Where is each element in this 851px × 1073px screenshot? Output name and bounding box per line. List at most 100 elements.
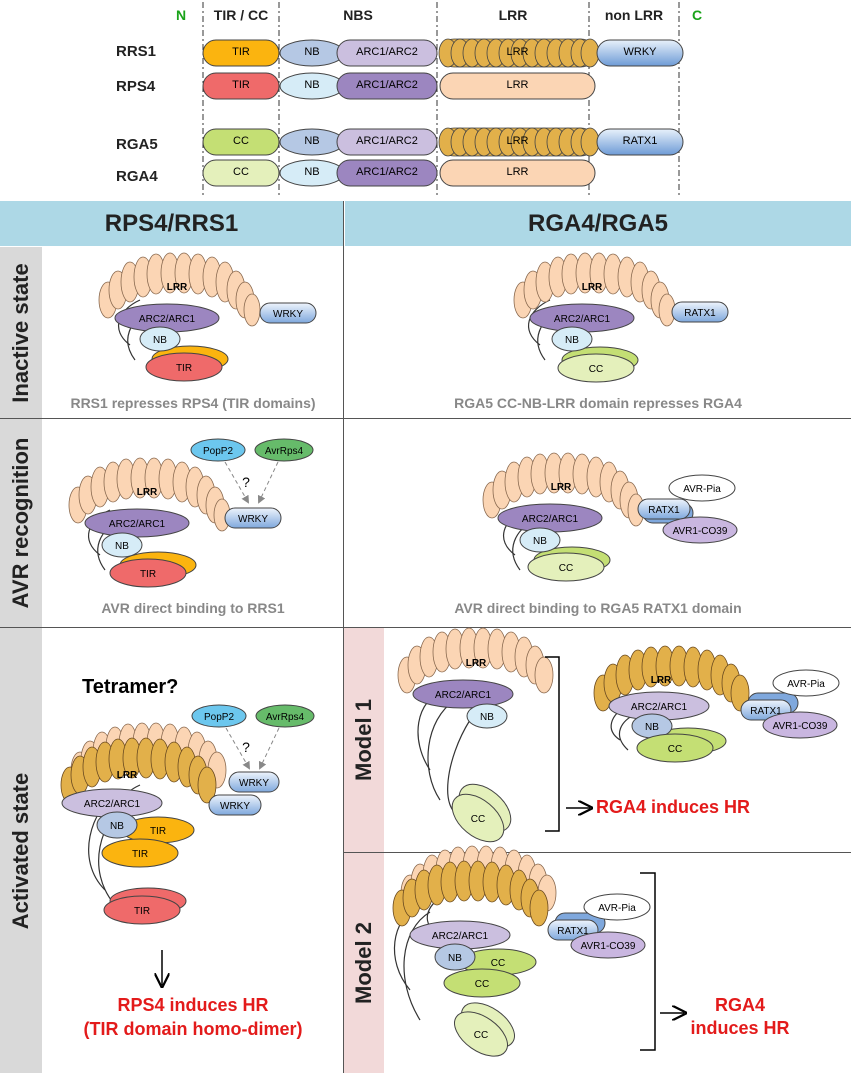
domain-schematic: N TIR / CC NBS LRR non LRR C RRS1 RPS4 R… [0, 0, 851, 200]
svg-text:AVR1-CO39: AVR1-CO39 [773, 721, 828, 732]
svg-text:CC: CC [475, 979, 489, 990]
model1-result: RGA4 induces HR [596, 797, 751, 817]
rps4-nb-label: NB [304, 79, 320, 91]
rga5-arc-label: ARC1/ARC2 [356, 135, 418, 147]
model2-result-line2: induces HR [690, 1018, 790, 1038]
svg-text:NB: NB [110, 821, 124, 832]
rga5-ratx1-label: RATX1 [622, 135, 658, 147]
svg-text:TIR: TIR [132, 849, 148, 860]
svg-text:NB: NB [153, 335, 167, 346]
model1-label: Model 1 [344, 628, 384, 852]
rps4-arc-label: ARC1/ARC2 [356, 79, 418, 91]
svg-text:NB: NB [115, 541, 129, 552]
svg-text:TIR: TIR [134, 906, 150, 917]
svg-text:AVR1-CO39: AVR1-CO39 [673, 526, 728, 537]
column-header-right: RGA4/RGA5 [345, 201, 851, 246]
n-terminus-label: N [176, 7, 187, 23]
grid-vertical-divider [343, 201, 344, 1073]
svg-text:CC: CC [668, 744, 682, 755]
model1-rga4-complex: LRR ARC2/ARC1 NB CC [397, 627, 590, 843]
svg-text:LRR: LRR [582, 282, 603, 293]
c-terminus-label: C [692, 7, 703, 23]
svg-text:WRKY: WRKY [238, 514, 268, 525]
state-label-inactive: Inactive state [0, 247, 42, 418]
rps4-domain-row [202, 72, 596, 100]
svg-text:AVR1-CO39: AVR1-CO39 [581, 941, 636, 952]
grid-line-model [343, 852, 851, 853]
svg-text:ARC2/ARC1: ARC2/ARC1 [139, 314, 196, 325]
rrs1-arc-label: ARC1/ARC2 [356, 46, 418, 58]
svg-text:PopP2: PopP2 [203, 446, 233, 457]
svg-text:TIR: TIR [140, 569, 156, 580]
svg-text:ARC2/ARC1: ARC2/ARC1 [109, 519, 166, 530]
svg-text:?: ? [242, 739, 250, 755]
svg-text:CC: CC [559, 563, 573, 574]
rps4-lrr-label: LRR [506, 79, 529, 91]
svg-text:CC: CC [491, 958, 505, 969]
svg-text:LRR: LRR [466, 658, 487, 669]
svg-text:NB: NB [533, 536, 547, 547]
activated-left-complex: LRR ARC2/ARC1 TIR NB TIR TIR WRKY WRKY P… [60, 704, 315, 985]
svg-text:LRR: LRR [551, 482, 572, 493]
tir-cc-header: TIR / CC [213, 7, 269, 23]
svg-text:NB: NB [480, 712, 494, 723]
svg-text:RATX1: RATX1 [684, 308, 716, 319]
row-label-rga5: RGA5 [116, 136, 158, 153]
rrs1-lrr-label: LRR [506, 46, 529, 58]
svg-text:LRR: LRR [651, 675, 672, 686]
svg-text:WRKY: WRKY [220, 801, 250, 812]
svg-text:LRR: LRR [167, 282, 188, 293]
svg-text:LRR: LRR [137, 487, 158, 498]
grid-line-1 [0, 418, 851, 419]
rrs1-wrky-label: WRKY [623, 46, 657, 58]
grid-line-2 [0, 627, 851, 628]
svg-text:TIR: TIR [150, 826, 166, 837]
rga5-domain-row [202, 127, 684, 157]
tetramer-label: Tetramer? [82, 676, 179, 698]
svg-text:WRKY: WRKY [273, 309, 303, 320]
svg-text:ARC2/ARC1: ARC2/ARC1 [84, 799, 141, 810]
svg-text:AVR-Pia: AVR-Pia [787, 679, 825, 690]
caption-recog-left: AVR direct binding to RRS1 [101, 600, 285, 616]
svg-text:CC: CC [471, 814, 485, 825]
svg-text:ARC2/ARC1: ARC2/ARC1 [432, 931, 489, 942]
svg-text:NB: NB [645, 722, 659, 733]
model2-complex: ARC2/ARC1 CC NB CC CC RATX1 AVR-Pia AVR1… [392, 845, 684, 1057]
row-label-rga4: RGA4 [116, 168, 158, 185]
state-label-recognition: AVR recognition [0, 419, 42, 627]
lrr-gold-repeats [438, 38, 600, 68]
rga5-nb-label: NB [304, 135, 320, 147]
domain-bars [202, 2, 684, 198]
column-header-left: RPS4/RRS1 [0, 201, 343, 246]
recognition-right-complex: LRR ARC2/ARC1 NB CC RATX1 AVR-Pia AVR1-C… [482, 452, 738, 582]
rrs1-tir-label: TIR [232, 46, 250, 58]
caption-recog-right: AVR direct binding to RGA5 RATX1 domain [454, 600, 742, 616]
svg-text:TIR: TIR [176, 363, 192, 374]
svg-text:CC: CC [589, 364, 603, 375]
rga4-nb-label: NB [304, 166, 320, 178]
nbs-header: NBS [343, 7, 373, 23]
row-label-rrs1: RRS1 [116, 43, 157, 60]
inactive-left-complex: LRR ARC2/ARC1 NB TIR WRKY [98, 252, 317, 382]
recognition-left-complex: LRR ARC2/ARC1 NB TIR WRKY PopP2 AvrRps4 … [68, 438, 314, 588]
svg-text:ARC2/ARC1: ARC2/ARC1 [435, 690, 492, 701]
rrs1-nb-label: NB [304, 46, 320, 58]
svg-text:WRKY: WRKY [239, 778, 269, 789]
svg-text:AvrRps4: AvrRps4 [266, 712, 305, 723]
svg-text:ARC2/ARC1: ARC2/ARC1 [522, 514, 579, 525]
inactive-right-complex: LRR ARC2/ARC1 NB CC RATX1 [513, 252, 729, 383]
rga4-domain-row [202, 159, 596, 187]
svg-text:AvrRps4: AvrRps4 [265, 446, 304, 457]
rga4-arc-label: ARC1/ARC2 [356, 166, 418, 178]
svg-text:CC: CC [474, 1030, 488, 1041]
svg-text:AVR-Pia: AVR-Pia [598, 903, 636, 914]
rps4-tir-label: TIR [232, 79, 250, 91]
state-label-activated: Activated state [0, 628, 42, 1073]
model2-result-line1: RGA4 [714, 995, 765, 1015]
svg-text:AVR-Pia: AVR-Pia [683, 484, 721, 495]
row-label-rps4: RPS4 [116, 78, 156, 95]
svg-text:PopP2: PopP2 [204, 712, 234, 723]
svg-text:?: ? [242, 474, 250, 490]
lrr-header: LRR [498, 7, 528, 23]
rga4-cc-label: CC [233, 166, 249, 178]
